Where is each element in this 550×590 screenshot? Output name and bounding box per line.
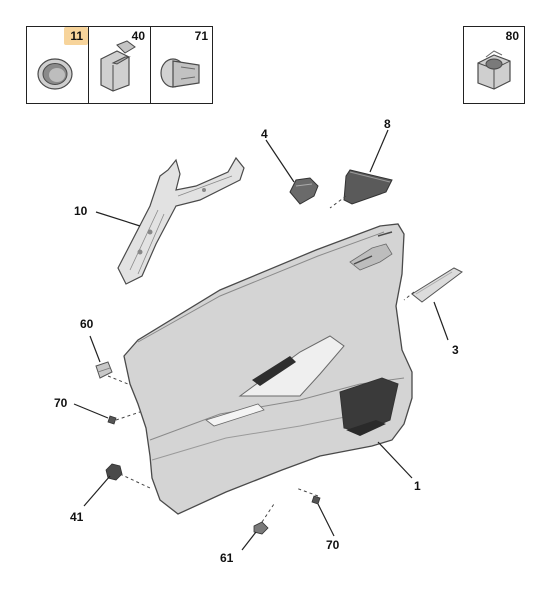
callout-10: 10 (74, 204, 88, 218)
fastener-part-61[interactable] (253, 521, 269, 535)
callout-70-bottom: 70 (326, 538, 340, 552)
callout-1: 1 (414, 479, 421, 493)
part-cell-71[interactable]: 71 (151, 27, 213, 103)
part-cell-40[interactable]: 40 (89, 27, 151, 103)
nut-box: 80 (463, 26, 525, 104)
callout-60: 60 (80, 317, 94, 331)
assembly-dashes (107, 195, 415, 523)
leader-lines (73, 129, 449, 551)
part-number: 11 (70, 29, 83, 43)
trim-strip-part-3[interactable] (411, 267, 463, 303)
push-pin-icon (160, 58, 200, 88)
screw-part-70-bottom[interactable] (311, 495, 321, 505)
callout-61: 61 (220, 551, 234, 565)
handle-bracket-part-4[interactable] (289, 177, 319, 205)
callout-41: 41 (70, 510, 84, 524)
highlight-marker (64, 27, 88, 45)
part-cell-11[interactable]: 11 (27, 27, 89, 103)
callout-8: 8 (384, 117, 391, 131)
cover-part-8[interactable] (343, 169, 393, 205)
screw-part-70-left[interactable] (107, 415, 117, 425)
door-panel-part-1[interactable] (123, 223, 413, 515)
callout-4: 4 (261, 127, 268, 141)
part-number: 71 (194, 29, 208, 43)
callout-3: 3 (452, 343, 459, 357)
nut-icon[interactable] (464, 27, 524, 103)
clip-icon (100, 40, 136, 92)
part-number: 80 (505, 29, 519, 43)
clip-part-60[interactable] (95, 361, 113, 379)
callout-70-left: 70 (54, 396, 68, 410)
bracket-part-10[interactable] (117, 156, 245, 285)
grommet-icon (37, 58, 73, 90)
part-number: 40 (131, 29, 145, 43)
small-parts-box: 11 40 71 (26, 26, 213, 104)
